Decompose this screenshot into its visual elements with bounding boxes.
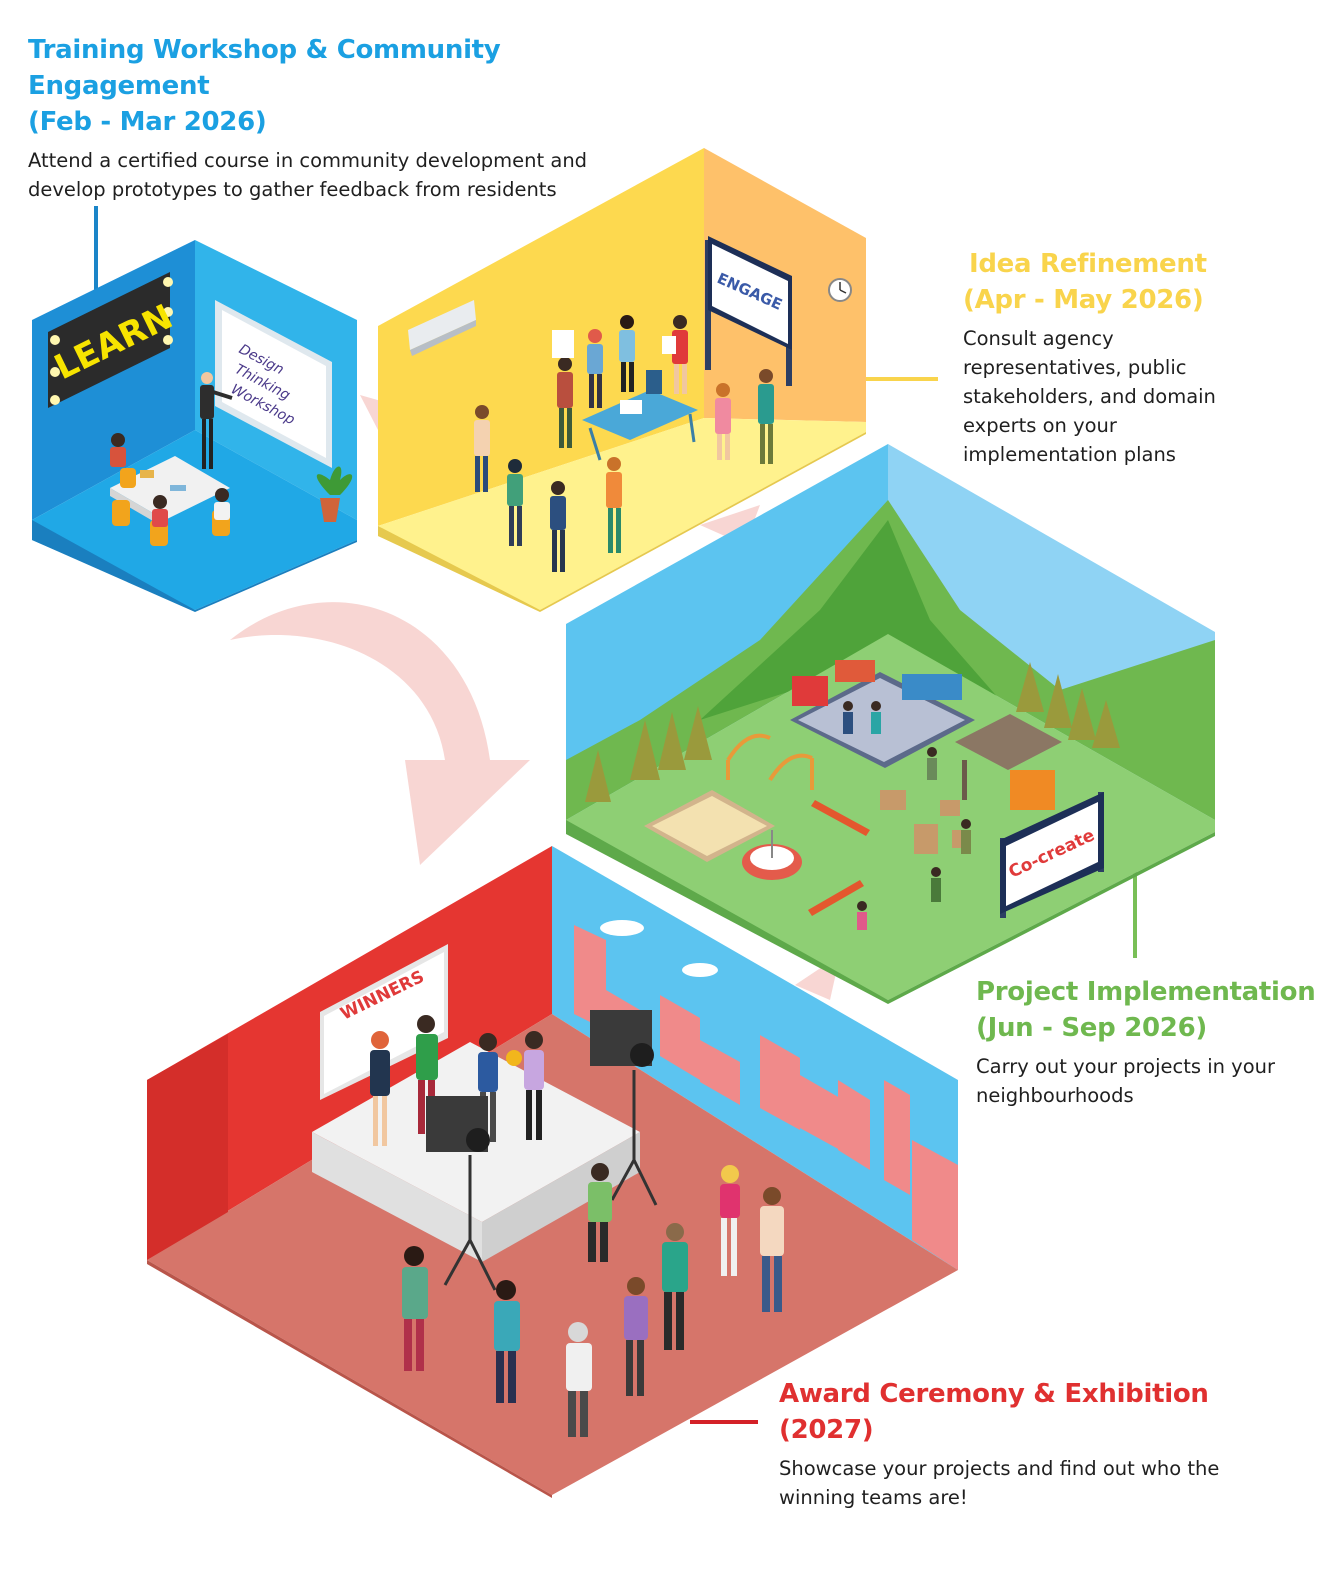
- stage-title-line: Training Workshop & Community Engagement: [28, 35, 501, 101]
- clouds: [600, 920, 718, 977]
- air-conditioner: [408, 300, 476, 356]
- climbing-frame: [726, 733, 814, 790]
- cocreate-people: [843, 701, 971, 930]
- stage-title-line: (Feb - Mar 2026): [28, 107, 267, 137]
- stage-description-line: stakeholders, and domain: [963, 385, 1216, 408]
- stage-description-line: representatives, public: [963, 356, 1187, 379]
- stage-title-line: Project Implementation: [976, 977, 1316, 1007]
- seesaws: [808, 800, 870, 916]
- stage-description-line: implementation plans: [963, 443, 1176, 466]
- presenter: [200, 372, 233, 469]
- stage-description-line: Consult agency: [963, 327, 1114, 350]
- stage-description-line: winning teams are!: [779, 1486, 968, 1509]
- engage-board: ENGAGE: [705, 236, 792, 386]
- stage-description: Showcase your projects and find out who …: [779, 1454, 1299, 1512]
- market-stage: [790, 660, 975, 768]
- stage-description-line: Carry out your projects in your: [976, 1055, 1276, 1078]
- stage-title-line: (Apr - May 2026): [963, 285, 1204, 315]
- prototype-table: [582, 370, 698, 461]
- winners-banner: WINNERS: [320, 944, 448, 1100]
- seated-people: [110, 433, 230, 527]
- stage-title-line: (Jun - Sep 2026): [976, 1013, 1207, 1043]
- learn-room: LEARN Design Thinking Workshop: [32, 240, 357, 612]
- engage-room: ENGAGE: [378, 148, 866, 612]
- stage-description-line: Attend a certified course in community d…: [28, 149, 588, 172]
- whiteboard: Design Thinking Workshop: [215, 300, 332, 468]
- pavilion: [955, 714, 1062, 810]
- stage-description-line: Showcase your projects and find out who …: [779, 1457, 1220, 1480]
- potted-plant: [316, 466, 353, 522]
- stage-award-ceremony: Award Ceremony & Exhibition (2027) Showc…: [779, 1376, 1299, 1512]
- sandbox: [644, 790, 775, 862]
- trees: [585, 662, 1120, 802]
- stage-title-line: (2027): [779, 1415, 874, 1445]
- engage-crowd: [474, 315, 774, 572]
- audience: [402, 1163, 784, 1437]
- stage-description-line: experts on your: [963, 414, 1117, 437]
- cocreate-sign: Co-create: [1000, 792, 1104, 918]
- meeting-table: [110, 456, 230, 528]
- stage-description-line: neighbourhoods: [976, 1084, 1134, 1107]
- stage-project-implementation: Project Implementation (Jun - Sep 2026) …: [976, 974, 1316, 1110]
- stage-description: Consult agency representatives, public s…: [963, 324, 1263, 469]
- studio-cameras: [426, 1010, 658, 1291]
- cocreate-room: Co-create: [566, 444, 1215, 1004]
- stage-description: Attend a certified course in community d…: [28, 146, 648, 204]
- stage-training: Training Workshop & Community Engagement…: [28, 32, 648, 204]
- stage-title-line: Idea Refinement: [969, 249, 1207, 279]
- stage-description: Carry out your projects in your neighbou…: [976, 1052, 1316, 1110]
- clock: [828, 278, 852, 302]
- winners-room: WINNERS: [147, 846, 958, 1498]
- stage-description-line: develop prototypes to gather feedback fr…: [28, 178, 557, 201]
- stage-title-line: Award Ceremony & Exhibition: [779, 1379, 1209, 1409]
- carousel: [742, 830, 802, 880]
- stage-idea-refinement: Idea Refinement (Apr - May 2026) Consult…: [963, 246, 1263, 469]
